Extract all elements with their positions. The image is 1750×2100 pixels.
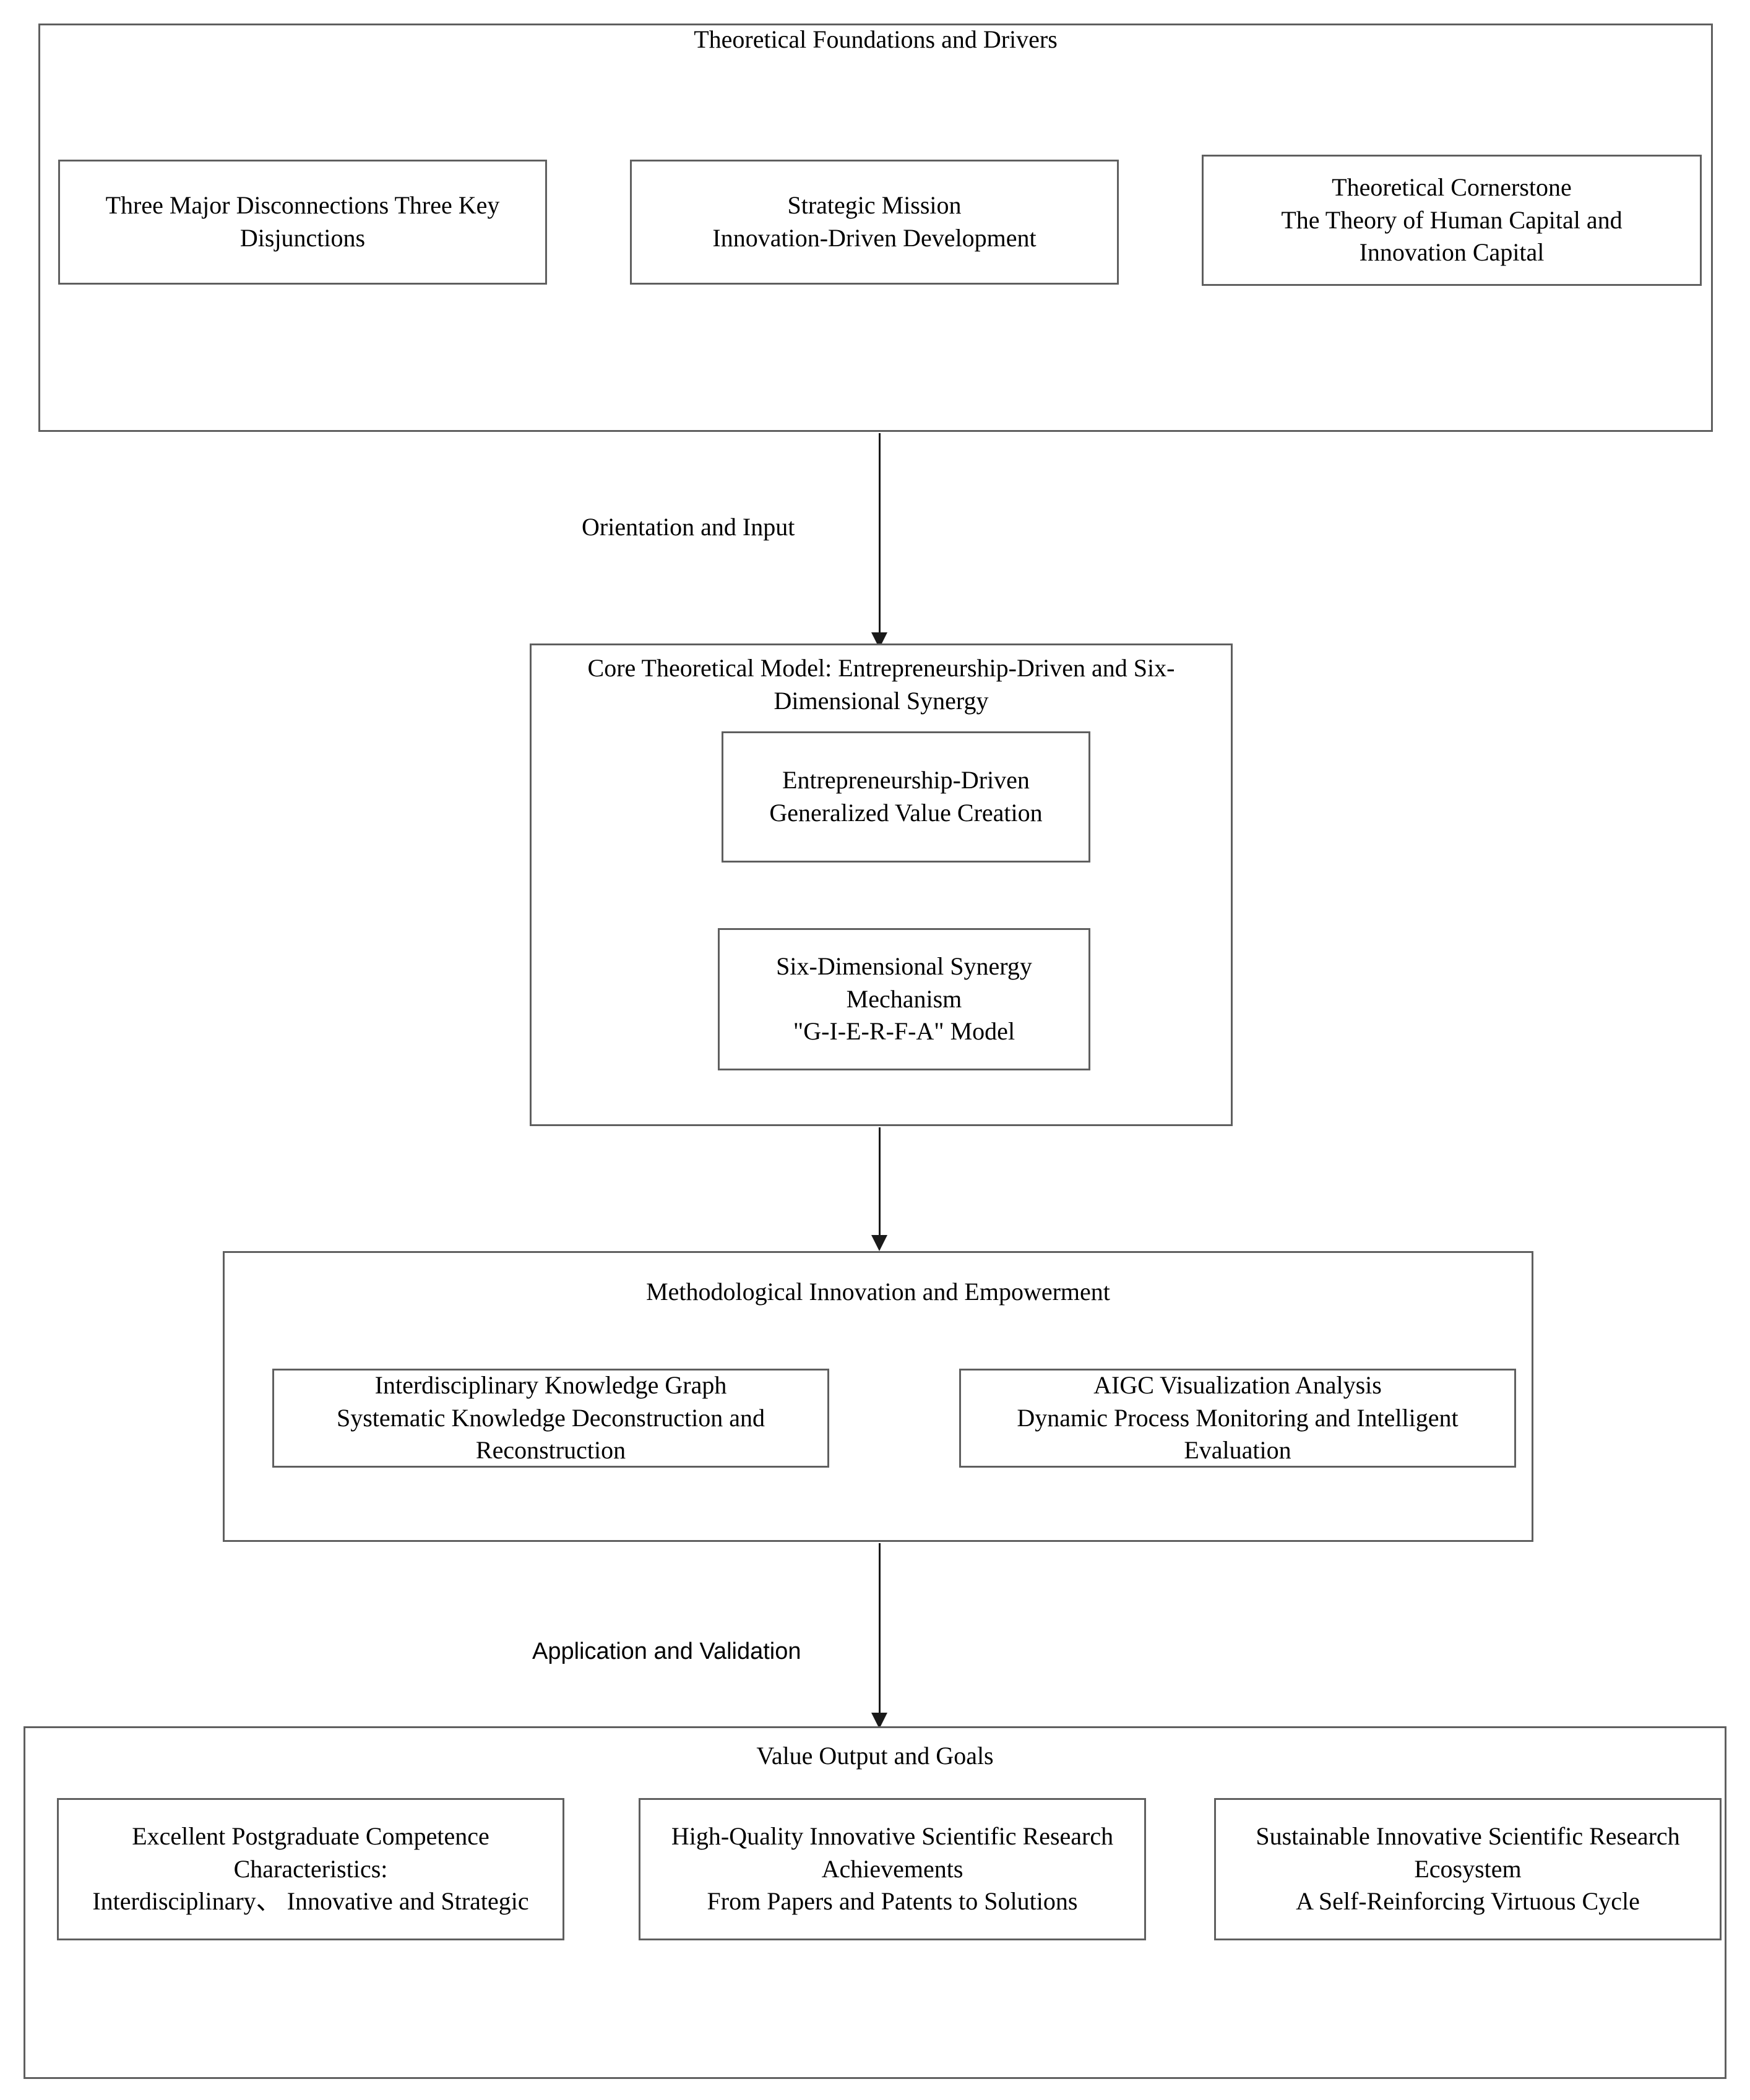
node-three-major-disconnections-label: Three Major Disconnections Three Key Dis… [105,191,500,252]
edge-label-application-and-validation: Application and Validation [532,1638,801,1664]
node-sustainable-research-ecosystem[interactable]: Sustainable Innovative Scientific Resear… [1214,1798,1722,1940]
node-theoretical-cornerstone[interactable]: Theoretical Cornerstone The Theory of Hu… [1202,155,1702,286]
node-three-major-disconnections[interactable]: Three Major Disconnections Three Key Dis… [58,160,547,285]
node-entrepreneurship-driven-label: Entrepreneurship-Driven Generalized Valu… [769,766,1043,827]
node-sustainable-research-ecosystem-label: Sustainable Innovative Scientific Resear… [1256,1822,1680,1916]
arrow-head [871,1235,887,1251]
section-title-core-theoretical-model: Core Theoretical Model: Entrepreneurship… [587,654,1175,715]
arrow-shaft [878,1543,881,1713]
arrow-core-to-methodology [863,1127,895,1251]
arrow-shaft [878,1127,881,1235]
section-title-methodological-innovation: Methodological Innovation and Empowermen… [646,1278,1110,1306]
node-six-dimensional-synergy-label: Six-Dimensional Synergy Mechanism "G-I-E… [776,952,1032,1046]
node-interdisciplinary-knowledge-graph-label: Interdisciplinary Knowledge Graph System… [336,1371,765,1465]
node-theoretical-cornerstone-label: Theoretical Cornerstone The Theory of Hu… [1281,173,1623,267]
node-aigc-visualization-analysis-label: AIGC Visualization Analysis Dynamic Proc… [1017,1371,1459,1465]
section-title-theoretical-foundations: Theoretical Foundations and Drivers [694,25,1058,53]
arrow-methodology-to-value [863,1543,895,1729]
arrow-shaft [878,433,881,632]
node-excellent-postgraduate-competence-label: Excellent Postgraduate Competence Charac… [92,1822,529,1916]
node-high-quality-research-achievements-label: High-Quality Innovative Scientific Resea… [671,1822,1114,1916]
arrow-head [871,1713,887,1729]
node-entrepreneurship-driven[interactable]: Entrepreneurship-Driven Generalized Valu… [722,731,1090,863]
node-excellent-postgraduate-competence[interactable]: Excellent Postgraduate Competence Charac… [57,1798,564,1940]
edge-label-orientation-and-input: Orientation and Input [582,513,795,541]
node-strategic-mission-label: Strategic Mission Innovation-Driven Deve… [712,191,1037,252]
node-six-dimensional-synergy[interactable]: Six-Dimensional Synergy Mechanism "G-I-E… [718,928,1090,1070]
node-interdisciplinary-knowledge-graph[interactable]: Interdisciplinary Knowledge Graph System… [272,1369,829,1468]
node-high-quality-research-achievements[interactable]: High-Quality Innovative Scientific Resea… [639,1798,1146,1940]
section-title-value-output-and-goals: Value Output and Goals [756,1742,994,1770]
node-strategic-mission[interactable]: Strategic Mission Innovation-Driven Deve… [630,160,1119,285]
node-aigc-visualization-analysis[interactable]: AIGC Visualization Analysis Dynamic Proc… [959,1369,1516,1468]
arrow-foundations-to-core [863,433,895,648]
